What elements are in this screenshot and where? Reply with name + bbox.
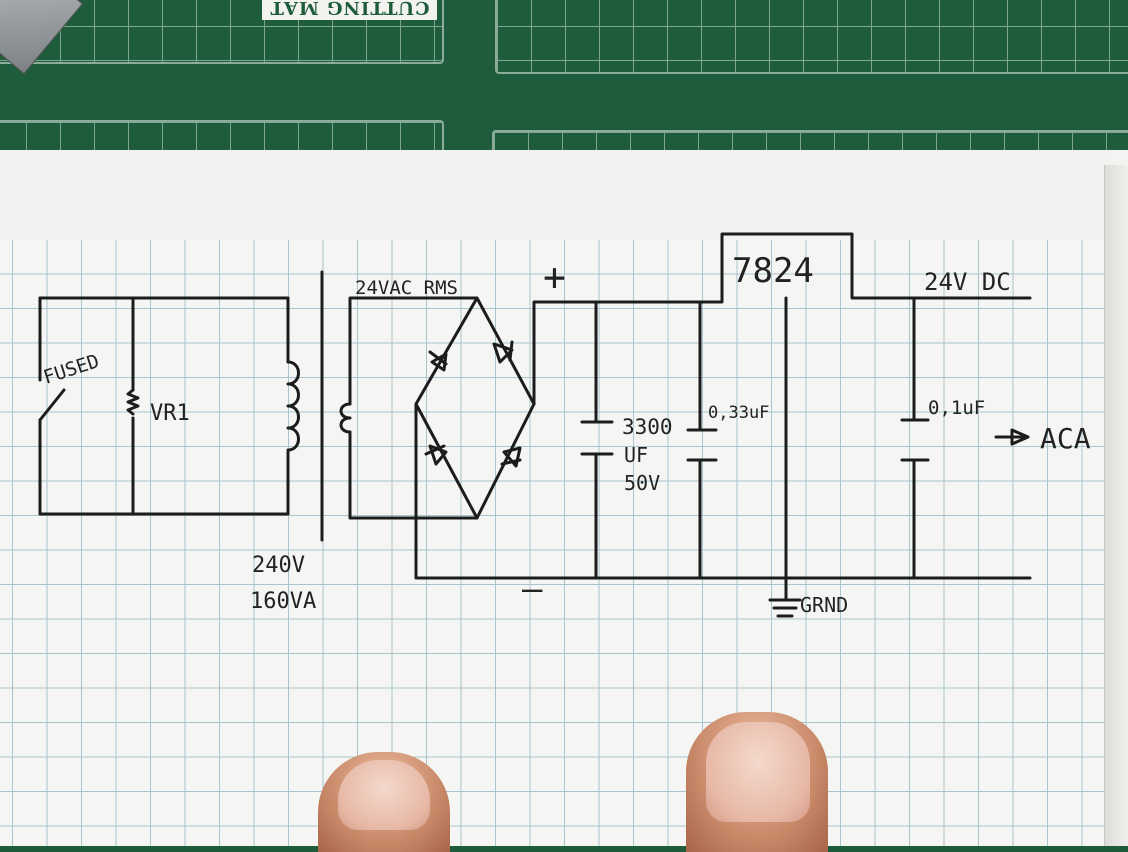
output-arrow [994,428,1030,446]
ground-symbol [768,598,802,618]
secondary-wire [348,296,536,520]
secondary-coil [339,402,352,434]
cap-in-label: 0,33uF [708,403,769,423]
negative-rail [414,402,1032,580]
diode-2 [492,340,514,364]
plus-label: + [543,255,566,299]
main-cap-voltage-label: 50V [624,471,660,495]
grid-paper [0,150,1110,846]
primary-top-wire [38,296,290,364]
mat-tile [495,0,1128,74]
regulator-label: 7824 [732,251,814,291]
vr1-resistor [126,388,140,416]
fused-label: FUSED [41,350,102,389]
minus-label: — [522,569,543,609]
output-voltage-label: 24V DC [924,268,1011,296]
transformer-rating-label: 160VA [250,589,316,614]
primary-voltage-label: 240V [252,553,305,578]
cap-out-label: 0,1uF [928,397,985,419]
notebook-page-edge [1104,165,1128,846]
positive-rail [532,232,1032,406]
right-thumb-nail [706,722,810,822]
vr1-label: VR1 [150,401,190,426]
diode-1 [428,350,448,372]
main-cap-unit-label: UF [624,443,648,467]
left-thumb-nail [338,760,430,830]
ground-label: GRND [800,593,848,617]
diode-4 [500,446,522,468]
fuse-switch [38,388,66,422]
load-label: ACA [1040,422,1091,455]
diode-3 [424,444,448,466]
primary-coil [286,360,300,452]
secondary-label: 24VAC RMS [355,277,458,299]
bridge-left [414,296,479,520]
main-cap-value-label: 3300 [622,415,673,439]
primary-left-lower-wire [38,418,290,516]
paper-margin [0,150,1110,240]
